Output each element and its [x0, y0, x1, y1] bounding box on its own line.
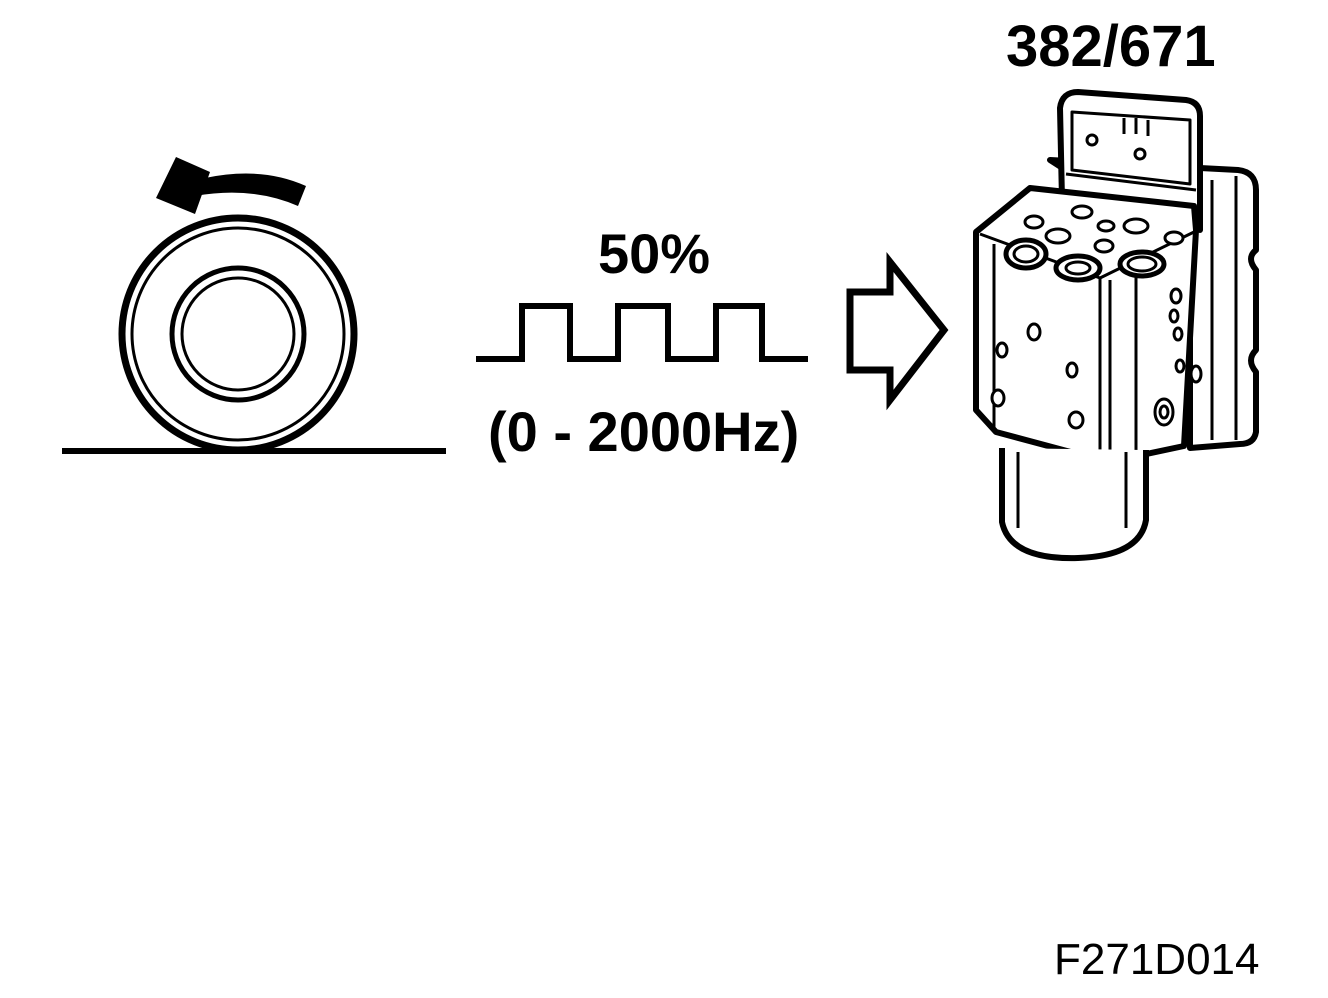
square-wave-icon [476, 303, 808, 362]
outline-arrow-right-icon [846, 251, 949, 411]
frequency-range-label: (0 - 2000Hz) [488, 400, 800, 463]
abs-control-module-icon [973, 89, 1259, 562]
rotating-wheel-icon [118, 214, 358, 454]
counterclockwise-arrow-icon [156, 157, 306, 214]
module-part-number-label: 382/671 [1006, 14, 1216, 79]
duty-cycle-label: 50% [598, 222, 711, 285]
figure-code-label: F271D014 [1054, 935, 1260, 984]
